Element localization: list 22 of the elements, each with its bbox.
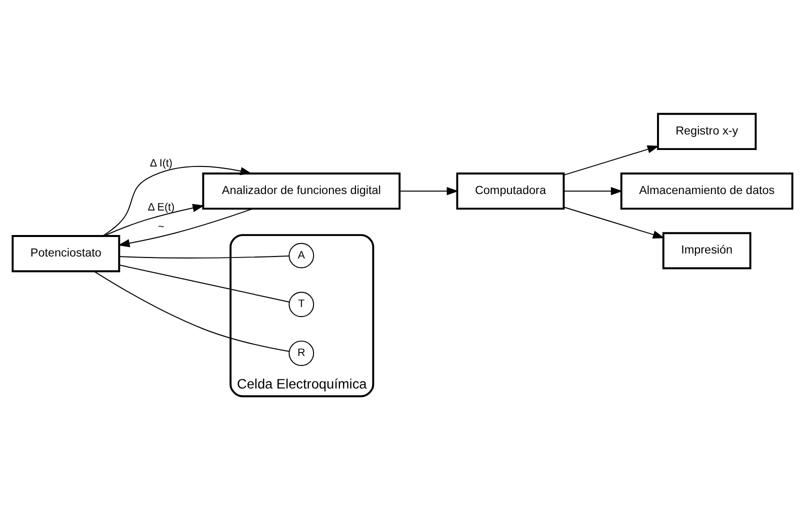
arrow [118,208,254,247]
node-box: Potenciostato [12,234,120,272]
edge-label: Δ E(t) [148,200,175,213]
node-circle: A [288,242,314,268]
arrow [104,203,204,236]
connector [93,270,290,352]
arrow [102,165,252,236]
node-box: Registro x-y [657,112,757,150]
node-box: Almacenamiento de datos [620,172,794,210]
edge-label: Δ I(t) [150,156,173,169]
arrow [563,206,665,238]
node-box: Computadora [456,172,565,210]
arrow [399,186,459,195]
arrow [563,186,623,195]
node-box: Analizador de funciones digital [202,172,401,210]
node-box: Impresión [662,232,752,269]
arrow [563,144,660,176]
node-circle: T [288,291,314,317]
edge-label: ~ [158,220,164,232]
node-circle: R [288,340,314,366]
connector [118,255,290,258]
connector [118,264,290,302]
